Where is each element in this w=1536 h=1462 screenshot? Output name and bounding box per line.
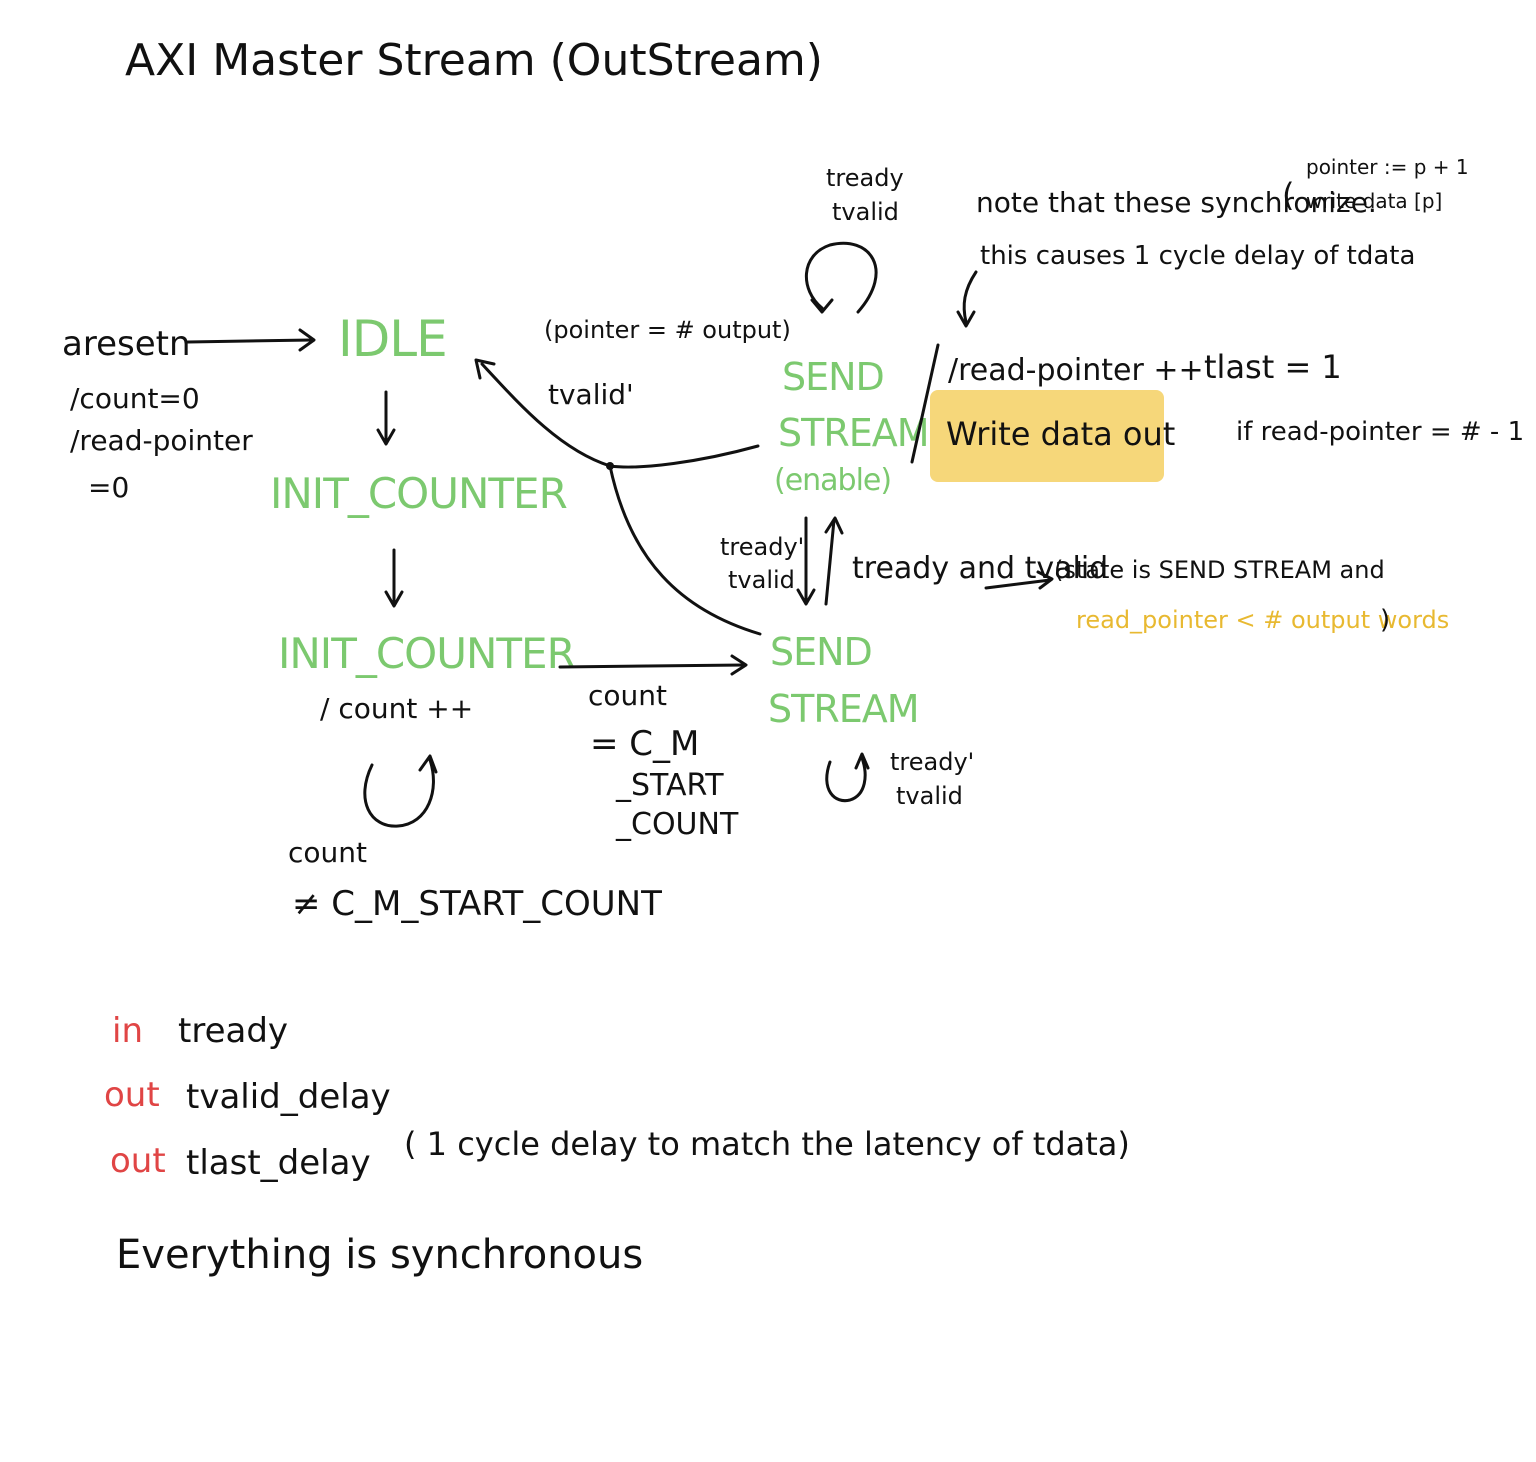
sync-brace: ( [1282, 176, 1294, 214]
enable-self-cond-2: tvalid [832, 198, 899, 226]
init-loop-cond-value: ≠ C_M_START_COUNT [292, 884, 662, 924]
port-3-dir: out [110, 1141, 166, 1181]
init-loop-action: / count ++ [320, 692, 473, 725]
init-self-loop [363, 758, 435, 828]
enable-to-idle-arrow-head [474, 358, 496, 380]
enable-action-slash [910, 343, 940, 464]
enable-self-loop-head [810, 298, 834, 314]
tvalid-def-arrow-head [1036, 570, 1054, 590]
sync-item-1: pointer := p + 1 [1306, 155, 1469, 179]
init-to-send-cond-2: = C_M [590, 724, 699, 764]
enable-action-read-pointer: /read-pointer ++ [948, 353, 1204, 388]
send-to-enable-cond: tready and tvalid [852, 551, 1108, 586]
reset-action-zero: =0 [88, 471, 129, 504]
init-self-loop-head [418, 754, 438, 774]
tvalid-def-suffix: ) [1380, 605, 1390, 635]
enable-to-send-cond-2: tvalid [728, 566, 795, 594]
diagram-title: AXI Master Stream (OutStream) [125, 35, 823, 86]
port-2-name: tvalid_delay [186, 1077, 391, 1117]
init-to-send-arrow [558, 663, 746, 669]
send-to-enable-arrow-head [824, 516, 844, 535]
idle-to-init-arrow-head [376, 428, 396, 446]
reset-arrow-head [298, 328, 316, 352]
send-self-cond-1: tready' [890, 748, 974, 776]
send-to-idle-branch [608, 464, 762, 636]
state-init-counter-1: INIT_COUNTER [270, 469, 567, 518]
port-1-dir: in [112, 1011, 143, 1051]
send-self-loop [825, 756, 867, 803]
enable-to-send-arrow-head [796, 588, 816, 606]
branch-junction [606, 462, 614, 470]
tvalid-def-prefix: (state is SEND STREAM and [1054, 556, 1385, 584]
enable-self-loop [805, 241, 878, 314]
tlast-assign: tlast = 1 [1204, 348, 1342, 386]
port-2-dir: out [104, 1075, 160, 1115]
delay-note: this causes 1 cycle delay of tdata [980, 241, 1415, 271]
init-to-send-cond-4: _COUNT [615, 807, 739, 842]
state-send-enable-line3: (enable) [774, 463, 891, 498]
state-send-stream-line1: SEND [770, 630, 872, 674]
state-idle: IDLE [338, 310, 447, 368]
init-to-send-cond-3: _START [615, 768, 724, 803]
tvalid-def-underline [984, 578, 1052, 590]
init-loop-cond-count: count [288, 836, 367, 869]
send-self-cond-2: tvalid [896, 782, 963, 810]
to-idle-cond-2: tvalid' [548, 378, 634, 411]
port-1-name: tready [178, 1011, 288, 1051]
state-send-enable-line1: SEND [782, 355, 884, 399]
enable-self-cond-1: tready [826, 164, 904, 192]
init-to-send-cond-1: count [588, 679, 667, 712]
delay-note-arrow [962, 270, 978, 324]
state-send-stream-line2: STREAM [768, 687, 919, 731]
enable-to-send-cond-1: tready' [720, 533, 804, 561]
sync-note: note that these synchronize. [976, 186, 1377, 219]
port-3-name: tlast_delay [186, 1143, 371, 1183]
reset-action-pointer: /read-pointer [70, 424, 253, 457]
write-data-highlight [930, 390, 1164, 482]
init1-to-init2-arrow-head [384, 590, 404, 608]
delay-note-arrow-head [956, 310, 976, 328]
send-to-enable-arrow [824, 518, 836, 606]
reset-arrow-line [186, 338, 314, 344]
ports-note: ( 1 cycle delay to match the latency of … [404, 1125, 1130, 1163]
footer-note: Everything is synchronous [116, 1232, 643, 1278]
tvalid-def-highlight: read_pointer < # output words [1076, 606, 1449, 634]
reset-action-count: /count=0 [70, 382, 200, 415]
tlast-condition: if read-pointer = # - 1 [1236, 417, 1524, 447]
init-to-send-arrow-head [730, 654, 748, 676]
enable-action-write: Write data out [946, 415, 1175, 453]
state-send-enable-line2: STREAM [778, 411, 929, 455]
to-idle-cond-1: (pointer = # output) [544, 316, 791, 344]
reset-signal-label: aresetn [62, 324, 191, 364]
state-init-counter-2: INIT_COUNTER [278, 629, 575, 678]
send-self-loop-head [854, 752, 870, 770]
sync-item-2: write data [p] [1306, 189, 1442, 213]
